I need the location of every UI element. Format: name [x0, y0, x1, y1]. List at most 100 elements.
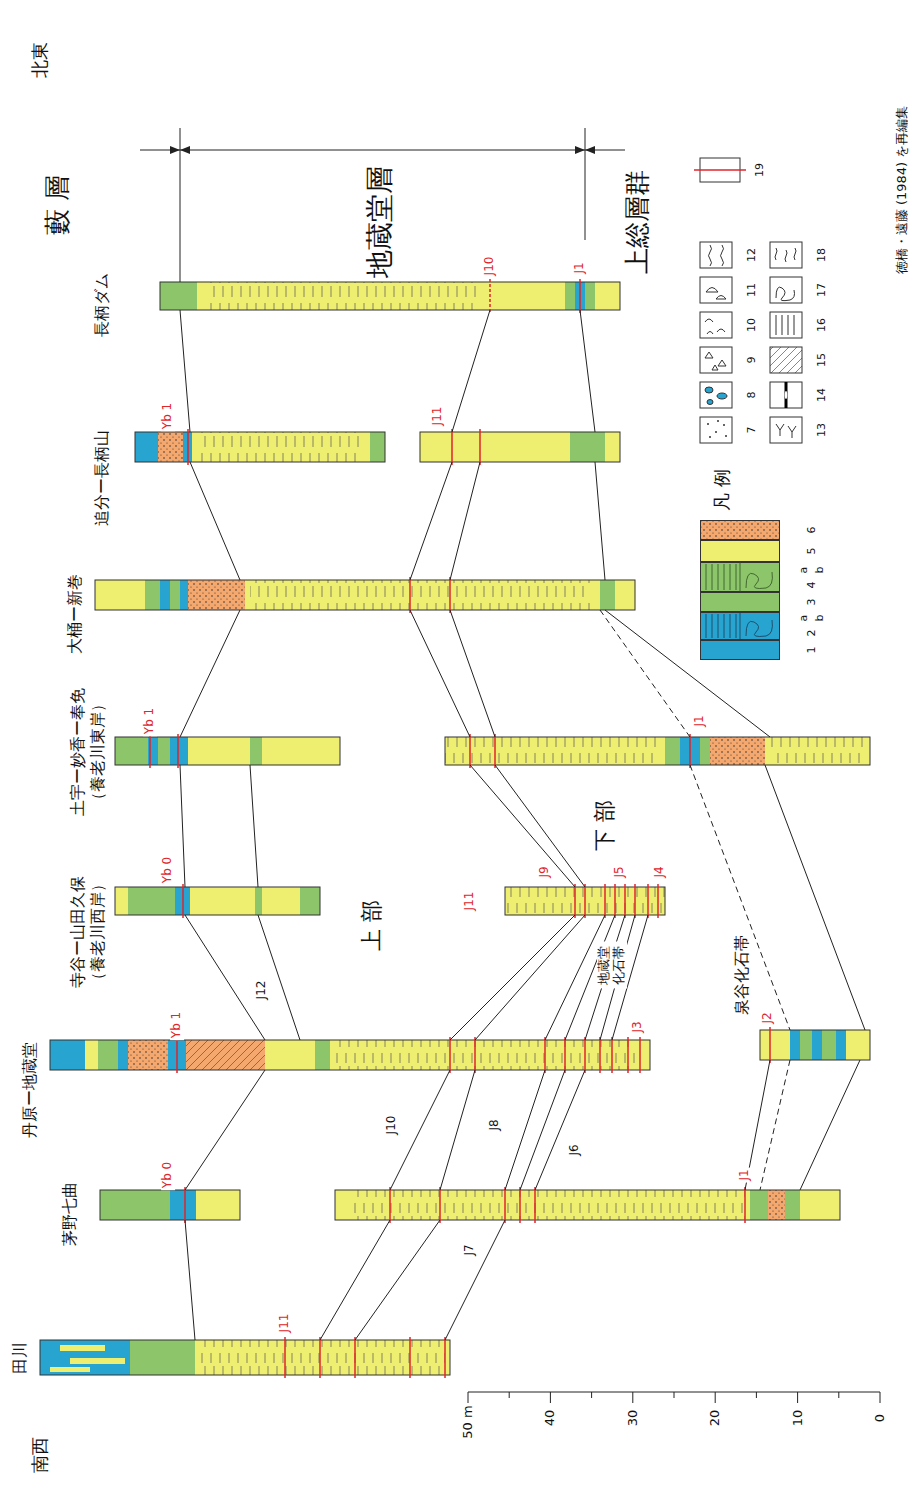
- scale-number: 40: [543, 1408, 558, 1429]
- correlation-line: [440, 1070, 475, 1190]
- correlation-line: [545, 915, 605, 1040]
- column-name: 田川: [11, 1342, 29, 1374]
- legend-number: 2: [806, 628, 819, 639]
- column-name: 寺谷ー山田久保: [69, 876, 87, 988]
- correlation-line: [320, 1220, 390, 1340]
- legend-number: 15: [816, 351, 829, 369]
- legend-number: 13: [816, 421, 829, 439]
- legend-number: 16: [816, 316, 829, 334]
- legend-number: 7: [746, 425, 759, 436]
- source-note: 徳橋・遠藤 (1984) を再編集: [895, 104, 910, 277]
- correlation-line: [595, 462, 605, 580]
- horizon-label: J10: [385, 1114, 399, 1137]
- column-name: 泉谷化石帯: [733, 935, 751, 1015]
- legend-sub-letter: a: [798, 565, 811, 576]
- horizon-label: J9: [538, 864, 552, 879]
- formation-name: 藪 層: [43, 173, 73, 237]
- section-column: 追分ー長柄山: [135, 432, 620, 462]
- correlation-line: [452, 310, 490, 432]
- legend-number: 6: [806, 525, 819, 536]
- correlation-line: [535, 1070, 585, 1190]
- legend-sub-letter: b: [814, 565, 827, 576]
- column-name: 長柄ダム: [93, 273, 111, 337]
- scale-bar: [468, 1392, 880, 1403]
- section-column: 長柄ダム: [160, 282, 620, 310]
- legend-number: 14: [816, 386, 829, 404]
- correlation-line: [580, 310, 595, 432]
- legend-number: 19: [754, 161, 767, 179]
- correlation-line: [250, 765, 258, 887]
- legend-number: 9: [746, 355, 759, 366]
- section-column: 土宇ー妙香ー奉免（養老川東岸）: [115, 737, 870, 765]
- horizon-label: J4: [653, 864, 667, 879]
- member-name: 上 部: [359, 898, 384, 953]
- column-name: （養老川東岸）: [89, 696, 107, 808]
- bar-fills: [40, 282, 870, 1375]
- column-name: 丹原ー地蔵堂: [21, 1042, 39, 1138]
- legend-number: 1: [806, 645, 819, 656]
- correlation-line: [505, 1070, 545, 1190]
- horizon-label: J1: [573, 260, 587, 275]
- section-column: 泉谷化石帯: [760, 1030, 870, 1060]
- legend-swatch: [700, 540, 780, 562]
- scale-number: 30: [626, 1408, 641, 1429]
- correlation-line: [390, 1070, 450, 1190]
- section-column: 大桶ー新巻: [95, 580, 635, 610]
- section-column: 田川: [40, 1340, 450, 1375]
- correlation-line: [470, 765, 575, 887]
- correlation-line: [258, 915, 300, 1040]
- scale-number: 20: [708, 1408, 723, 1429]
- legend-swatch: [700, 562, 780, 592]
- legend-number: 17: [816, 281, 829, 299]
- correlation-line: [450, 915, 575, 1040]
- correlation-line: [185, 915, 265, 1040]
- legend-number: 5: [806, 546, 819, 557]
- legend-symbols: [694, 158, 802, 443]
- legend-title: 凡 例: [712, 467, 733, 513]
- column-name: 追分ー長柄山: [93, 430, 111, 526]
- column-name: （養老川西岸）: [89, 876, 107, 988]
- section-column: 寺谷ー山田久保（養老川西岸）: [115, 887, 665, 915]
- correlation-line: [180, 765, 185, 887]
- legend-number: 12: [746, 246, 759, 264]
- legend-swatch: [700, 592, 780, 612]
- scale-number: 0: [873, 1412, 888, 1424]
- horizon-label: J12: [255, 979, 269, 1002]
- correlation-line: [180, 610, 240, 737]
- formation-name: 上総層群: [623, 168, 653, 276]
- legend-number: 10: [746, 316, 759, 334]
- correlation-line: [690, 765, 790, 1030]
- horizon-label: J11: [463, 890, 477, 913]
- legend-sub-letter: b: [814, 613, 827, 624]
- horizon-label: J1: [738, 1167, 752, 1182]
- horizon-label: Yb 1: [143, 706, 157, 736]
- horizon-label: J10: [483, 255, 497, 278]
- correlation-line: [180, 310, 190, 432]
- column-name: 茅野七曲: [61, 1182, 79, 1246]
- correlation-line: [185, 1220, 195, 1340]
- horizon-label: Yb 1: [170, 1010, 184, 1040]
- correlation-line: [410, 462, 452, 580]
- bar-outlines: [40, 282, 870, 1375]
- correlation-line: [800, 1060, 860, 1190]
- correlation-line: [185, 1070, 265, 1190]
- formation-name: 地蔵堂層: [364, 164, 396, 280]
- fossil-zone-label: 地蔵堂 化石帯: [597, 942, 627, 989]
- correlation-line: [445, 1220, 505, 1340]
- horizon-label: J2: [761, 1010, 775, 1025]
- scale-number: 50 m: [461, 1403, 476, 1440]
- horizon-label: J5: [613, 864, 627, 879]
- horizon-label: J11: [278, 1312, 292, 1335]
- horizon-label: Yb 0: [161, 855, 175, 885]
- legend-number: 8: [746, 390, 759, 401]
- correlation-line: [765, 765, 865, 1030]
- direction-label: 北東: [30, 40, 51, 80]
- legend-number: 11: [746, 281, 759, 299]
- legend-number: 18: [816, 246, 829, 264]
- legend-number: 4: [806, 580, 819, 591]
